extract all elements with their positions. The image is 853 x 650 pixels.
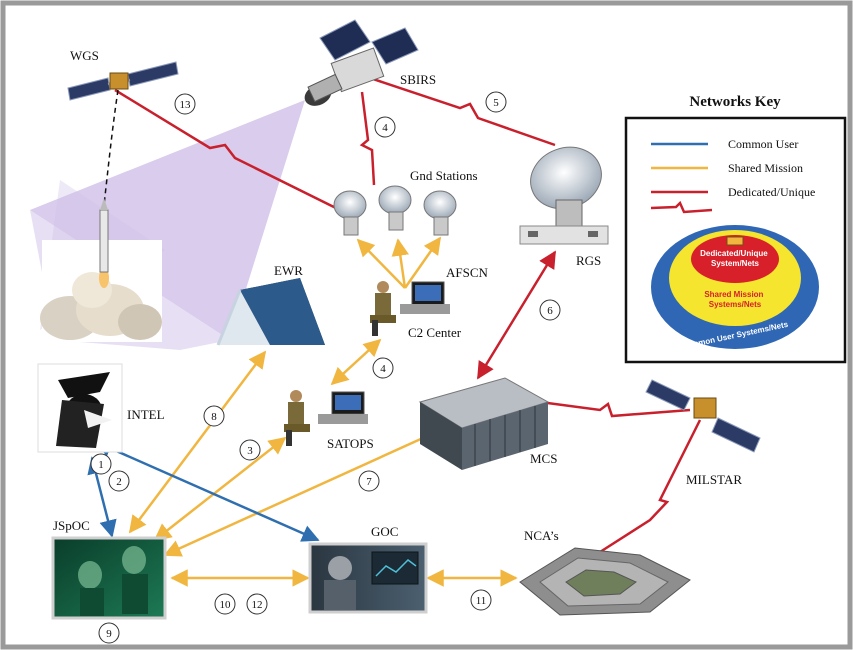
marker-9: 9 [98,622,120,644]
marker-1: 1 [90,453,112,475]
ewr-radar-icon [216,278,325,346]
link-3 [153,436,287,542]
ewr-label: EWR [274,263,303,278]
jspoc-label: JSpOC [53,518,90,533]
common-links [87,440,320,542]
satops-label: SATOPS [327,436,374,451]
key-badge-inner-text: Dedicated/Unique System/Nets [700,249,770,268]
marker-10: 10 [214,593,236,615]
gnd-stations-icon [333,185,457,236]
svg-text:10: 10 [220,599,232,611]
key-badge-middle-text: Shared Mission Systems/Nets [704,290,765,309]
svg-text:4: 4 [382,122,388,134]
goc-room-image [308,542,428,614]
jspoc-room-image [51,536,167,620]
link-afscn-gnd1 [356,238,406,289]
gnd-stations-label: Gnd Stations [410,168,478,183]
key-common-user-label: Common User [728,137,798,151]
svg-text:8: 8 [211,411,217,423]
key-badge-inner [691,235,779,283]
link-5 [369,76,556,147]
nca-pentagon-icon [519,547,691,616]
svg-text:11: 11 [476,595,487,607]
marker-4b: 4 [372,357,394,379]
networks-key-title: Networks Key [689,94,781,110]
afscn-label: AFSCN [446,265,489,280]
marker-5: 5 [485,91,507,113]
nca-label: NCA’s [524,528,559,543]
marker-6: 6 [539,299,561,321]
sbirs-label: SBIRS [400,72,436,87]
c2-center-operator-icon [370,281,450,336]
link-number-markers: 13 5 4 6 4 8 3 7 1 2 9 10 12 11 [90,91,561,644]
marker-11: 11 [470,589,492,611]
link-intel-goc [94,440,320,542]
svg-text:2: 2 [116,476,122,488]
svg-text:3: 3 [247,445,253,457]
marker-7: 7 [358,470,380,492]
link-afscn-gnd3 [403,236,442,289]
svg-text:9: 9 [106,628,112,640]
mcs-servers-icon [418,377,550,470]
sbirs-satellite-icon [304,19,419,106]
marker-2: 2 [108,470,130,492]
link-6 [476,250,557,380]
key-badge-crown-icon [726,236,744,246]
svg-text:6: 6 [547,305,553,317]
svg-text:1: 1 [98,459,104,471]
marker-12: 12 [246,593,268,615]
mcs-label: MCS [530,451,557,466]
key-dedicated-zigzag-swatch [650,200,713,214]
satops-operator-icon [284,390,368,446]
c2-center-label: C2 Center [408,325,462,340]
svg-text:7: 7 [366,476,372,488]
intel-label: INTEL [127,407,165,422]
rocket-launch-icon [40,198,162,342]
dedicated-links [114,76,702,554]
link-afscn-gnd2 [391,238,409,289]
milstar-label: MILSTAR [686,472,742,487]
link-4-sbirs [359,91,376,186]
svg-text:4: 4 [380,363,386,375]
launch-trajectory [103,89,119,206]
svg-text:13: 13 [180,99,192,111]
key-dedicated-unique-label: Dedicated/Unique [728,185,815,199]
marker-4a: 4 [374,116,396,138]
wgs-satellite-icon [67,61,179,101]
svg-text:12: 12 [252,599,263,611]
rgs-antenna-icon [519,146,609,245]
networks-key: Networks Key Common User Shared Mission … [624,94,847,364]
rgs-label: RGS [576,253,601,268]
svg-text:5: 5 [493,97,499,109]
goc-label: GOC [371,524,398,539]
link-milstar-nca [599,419,702,554]
link-mcs-milstar [539,400,691,418]
marker-3: 3 [239,439,261,461]
link-4-c2-satops [330,338,382,386]
wgs-label: WGS [70,48,99,63]
milstar-satellite-icon [645,379,761,453]
key-shared-mission-label: Shared Mission [728,161,803,175]
link-13 [114,88,351,217]
marker-13: 13 [174,93,196,115]
marker-8: 8 [203,405,225,427]
intel-spy-icon [37,363,123,453]
